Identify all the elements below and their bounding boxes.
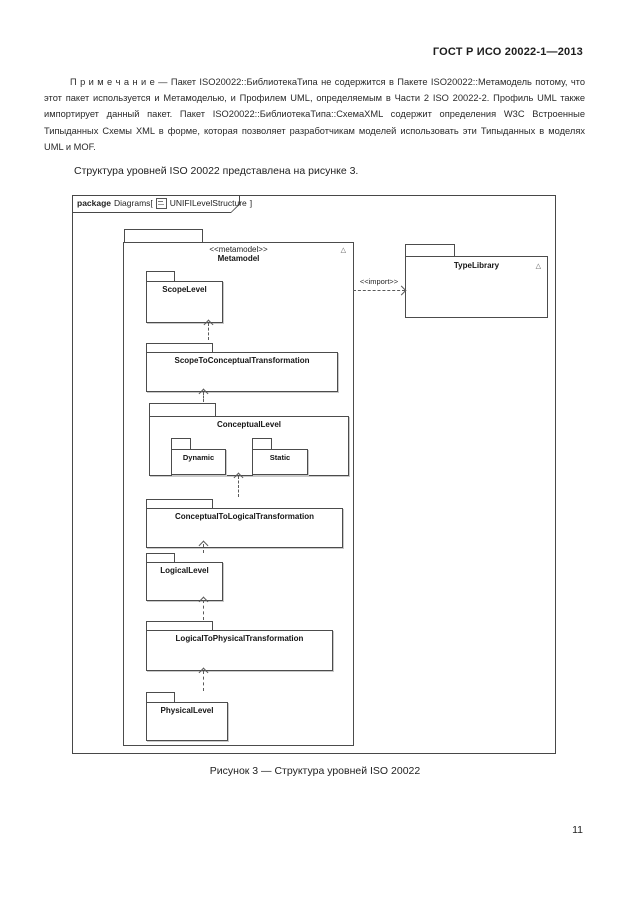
dependency-arrow-physical-to-logical <box>198 596 209 620</box>
package-label: ScopeToConceptualTransformation <box>174 356 310 365</box>
package-keyword: package <box>77 198 112 208</box>
dependency-arrow-logical-to-conceptual <box>233 472 244 497</box>
package-tab <box>146 271 175 282</box>
package-tab <box>146 692 175 703</box>
package-static: Static <box>252 449 308 475</box>
package-label: ConceptualToLogicalTransformation <box>175 512 314 521</box>
import-stereotype-label: <<import>> <box>359 277 399 286</box>
package-label: PhysicalLevel <box>160 706 214 715</box>
metamodel-label: Metamodel <box>217 254 260 263</box>
package-tab <box>146 553 175 563</box>
package-dynamic: Dynamic <box>171 449 226 475</box>
package-body: ScopeToConceptualTransformation <box>146 352 338 392</box>
package-body: LogicalToPhysicalTransformation <box>146 630 333 671</box>
dependency-arrow-logical <box>198 540 209 553</box>
package-body: ScopeLevel <box>146 281 223 323</box>
metamodel-stereotype: <<metamodel>> <box>209 245 268 254</box>
intro-paragraph: Структура уровней ISO 20022 представлена… <box>74 165 359 177</box>
diagram-icon <box>155 197 167 209</box>
expand-triangle-icon: △ <box>535 263 541 270</box>
package-label: LogicalLevel <box>160 566 209 575</box>
package-body: TypeLibrary △ <box>405 256 548 318</box>
package-tab <box>171 438 191 450</box>
page-number: 11 <box>572 824 583 836</box>
figure-caption: Рисунок 3 — Структура уровней ISO 20022 <box>209 765 421 777</box>
dependency-arrow-conceptual <box>198 388 209 402</box>
figure-frame: package Diagrams[ UNIFILevelStructure ] … <box>72 195 556 754</box>
dependency-arrow-scope <box>203 319 214 340</box>
package-tab <box>146 621 213 631</box>
package-tab <box>146 343 213 353</box>
package-tab <box>124 229 203 243</box>
package-body: PhysicalLevel <box>146 702 228 741</box>
package-tab <box>405 244 455 257</box>
frame-kind-label: Diagrams[ <box>114 198 153 208</box>
package-tab <box>149 403 216 417</box>
package-label: ScopeLevel <box>162 285 207 294</box>
package-label: ConceptualLevel <box>216 420 281 429</box>
diagram-name: UNIFILevelStructure <box>169 198 247 208</box>
package-tab <box>252 438 272 450</box>
package-tab <box>146 499 213 509</box>
import-arrow <box>353 285 407 296</box>
package-label: Static <box>269 453 291 462</box>
dependency-arrow-physical <box>198 667 209 691</box>
package-body: LogicalLevel <box>146 562 223 601</box>
page-header: ГОСТ Р ИСО 20022-1—2013 <box>432 46 583 58</box>
expand-triangle-icon: △ <box>340 247 346 254</box>
package-label: LogicalToPhysicalTransformation <box>175 634 304 643</box>
package-label: Dynamic <box>182 453 215 462</box>
note-paragraph: П р и м е ч а н и е — Пакет ISO20022::Би… <box>44 77 585 152</box>
frame-tab: package Diagrams[ UNIFILevelStructure ] <box>72 195 252 213</box>
typelibrary-label: TypeLibrary <box>453 261 500 270</box>
frame-bracket-close: ] <box>249 198 253 208</box>
package-body: ConceptualToLogicalTransformation <box>146 508 343 548</box>
